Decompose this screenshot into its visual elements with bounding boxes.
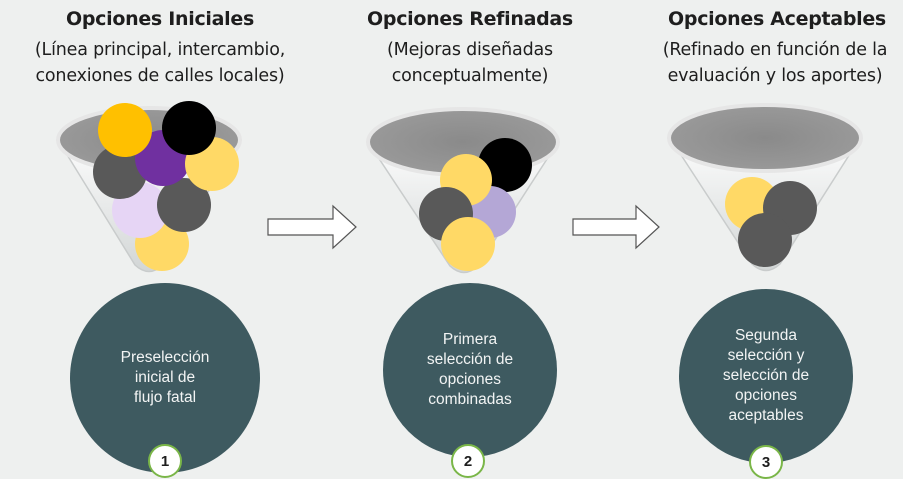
stage-2-number-badge: 2	[451, 444, 485, 478]
stage-3-title: Opciones Aceptables	[668, 8, 886, 30]
stage-2-subtitle: (Mejoras diseñadas conceptualmente)	[387, 40, 553, 86]
ball-light-yellow-4	[441, 217, 495, 271]
stage-2-circle: Primera selección de opciones combinadas	[383, 283, 557, 457]
arrow-1	[267, 204, 357, 250]
funnel-2	[366, 107, 560, 274]
funnel-3	[667, 103, 863, 272]
ball-black-1	[162, 101, 216, 155]
stage-2-title: Opciones Refinadas	[367, 8, 573, 30]
stage-2-label: Primera selección de opciones combinadas	[426, 331, 514, 408]
ball-yellow-1	[98, 103, 152, 157]
stage-1-subtitle: (Línea principal, intercambio, conexione…	[34, 40, 286, 86]
ball-dark-gray-2	[93, 145, 147, 199]
stage-3-circle: Segunda selección y selección de opcione…	[679, 289, 853, 463]
stage-1-title: Opciones Iniciales	[66, 8, 254, 30]
ball-dark-gray-5	[738, 213, 792, 267]
ball-dark-gray-1	[157, 178, 211, 232]
stage-3-number-badge: 3	[749, 445, 783, 479]
stage-1-number-badge: 1	[148, 444, 182, 478]
stage-3-subtitle: (Refinado en función de la evaluación y …	[662, 40, 888, 86]
arrow-2	[572, 204, 660, 250]
stage-1-circle: Preselección inicial de flujo fatal	[70, 283, 260, 473]
stage-3-label: Segunda selección y selección de opcione…	[722, 327, 810, 424]
funnel-1	[56, 101, 242, 273]
stage-1-label: Preselección inicial de flujo fatal	[120, 349, 210, 406]
